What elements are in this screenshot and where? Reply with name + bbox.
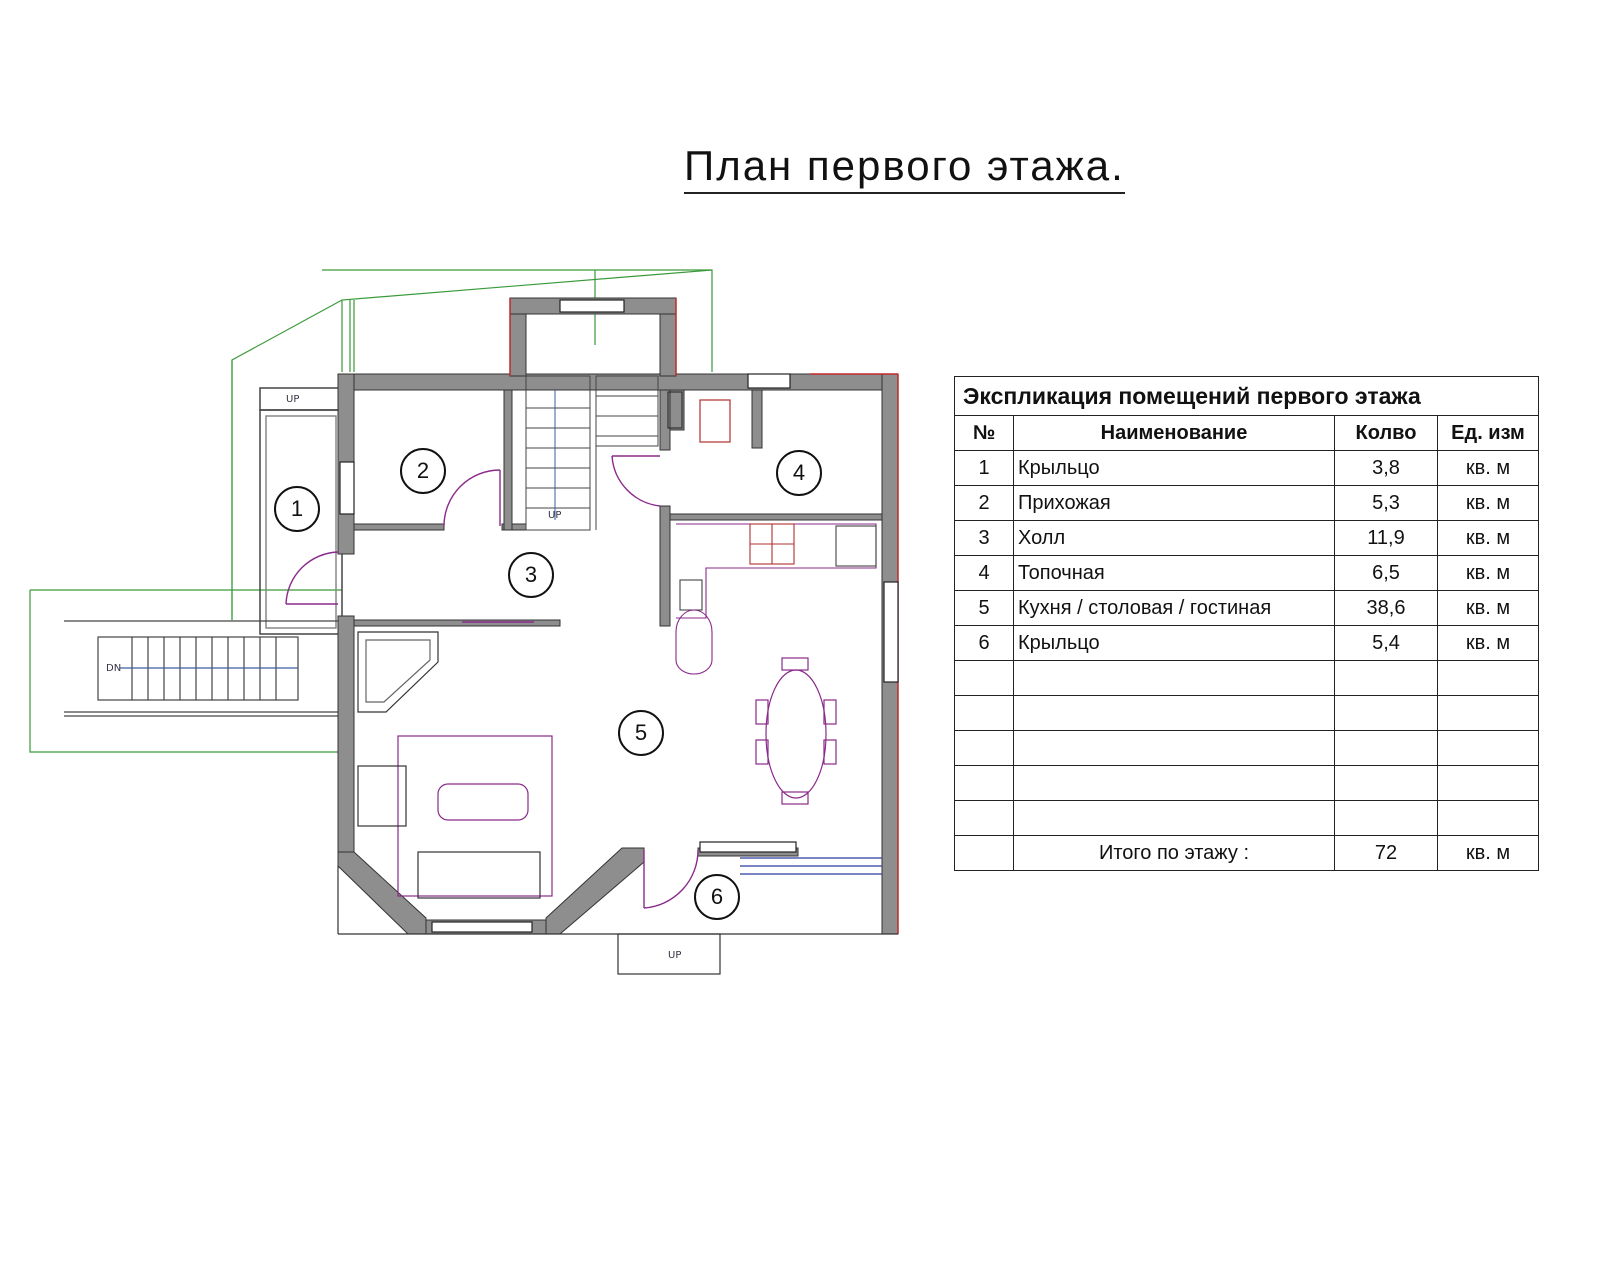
total-unit: кв. м	[1437, 835, 1539, 871]
row-name: Крыльцо	[1013, 625, 1335, 661]
corner-fireplace	[357, 631, 439, 713]
stair-up-label: UP	[548, 510, 562, 521]
row-quantity: 38,6	[1334, 590, 1438, 626]
empty-row	[954, 800, 1539, 836]
header-unit: Ед. изм	[1437, 415, 1539, 451]
stair-left	[64, 620, 342, 717]
stair-up-label: UP	[286, 394, 300, 405]
header-quantity: Колво	[1334, 415, 1438, 451]
row-number: 5	[954, 590, 1014, 626]
empty-row	[954, 660, 1539, 696]
total-label: Итого по этажу :	[1013, 835, 1335, 871]
table-row: 2 Прихожая 5,3 кв. м	[954, 485, 1539, 521]
total-quantity: 72	[1334, 835, 1438, 871]
row-name: Кухня / столовая / гостиная	[1013, 590, 1335, 626]
row-name: Холл	[1013, 520, 1335, 556]
page-title: План первого этажа.	[684, 142, 1125, 194]
room-label-6: 6	[694, 874, 740, 920]
site-outline	[29, 269, 713, 753]
empty-row	[954, 765, 1539, 801]
stair-down-label: DN	[106, 663, 122, 674]
room-label-4: 4	[776, 450, 822, 496]
porch-6	[337, 857, 898, 975]
row-name: Топочная	[1013, 555, 1335, 591]
stair-up-label: UP	[668, 950, 682, 961]
kitchen	[675, 523, 877, 675]
header-name: Наименование	[1013, 415, 1335, 451]
empty-row	[954, 730, 1539, 766]
boiler-room-equipment	[667, 391, 731, 443]
walls	[337, 297, 899, 935]
table-row: 5 Кухня / столовая / гостиная 38,6 кв. м	[954, 590, 1539, 626]
windows	[339, 299, 899, 933]
row-unit: кв. м	[1437, 485, 1539, 521]
row-quantity: 5,4	[1334, 625, 1438, 661]
room-label-1: 1	[274, 486, 320, 532]
row-name: Прихожая	[1013, 485, 1335, 521]
header-number: №	[954, 415, 1014, 451]
table-row: 6 Крыльцо 5,4 кв. м	[954, 625, 1539, 661]
room-label-3: 3	[508, 552, 554, 598]
room-label-5: 5	[618, 710, 664, 756]
row-unit: кв. м	[1437, 625, 1539, 661]
row-quantity: 6,5	[1334, 555, 1438, 591]
row-unit: кв. м	[1437, 520, 1539, 556]
row-number: 3	[954, 520, 1014, 556]
row-number: 1	[954, 450, 1014, 486]
floor-plan	[29, 269, 899, 975]
stair-internal	[525, 375, 659, 531]
empty-row	[954, 695, 1539, 731]
table-header-row: № Наименование Колво Ед. изм	[954, 415, 1539, 451]
row-number: 6	[954, 625, 1014, 661]
row-unit: кв. м	[1437, 555, 1539, 591]
table-row: 3 Холл 11,9 кв. м	[954, 520, 1539, 556]
table-row: 4 Топочная 6,5 кв. м	[954, 555, 1539, 591]
row-quantity: 5,3	[1334, 485, 1438, 521]
table-caption: Экспликация помещений первого этажа	[954, 376, 1539, 415]
row-number: 4	[954, 555, 1014, 591]
table-row: 1 Крыльцо 3,8 кв. м	[954, 450, 1539, 486]
dining-table	[755, 657, 837, 805]
red-accents	[509, 298, 899, 934]
row-quantity: 11,9	[1334, 520, 1438, 556]
row-quantity: 3,8	[1334, 450, 1438, 486]
living-room	[357, 735, 553, 899]
row-unit: кв. м	[1437, 450, 1539, 486]
row-number: 2	[954, 485, 1014, 521]
row-unit: кв. м	[1437, 590, 1539, 626]
room-label-2: 2	[400, 448, 446, 494]
doors	[285, 455, 699, 909]
explication-table: Экспликация помещений первого этажа № На…	[954, 376, 1539, 871]
total-row: Итого по этажу : 72 кв. м	[954, 835, 1539, 871]
row-name: Крыльцо	[1013, 450, 1335, 486]
